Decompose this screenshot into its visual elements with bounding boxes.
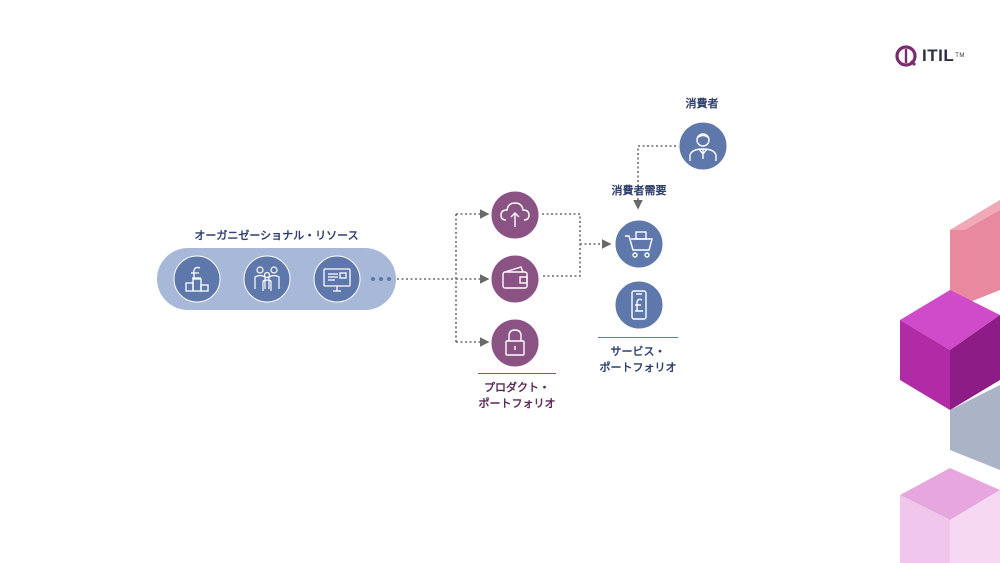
product-portfolio-rule bbox=[478, 373, 556, 374]
org-resources-label: オーガニゼーショナル・リソース bbox=[194, 229, 359, 242]
itil-logo-text: ITIL bbox=[922, 46, 955, 65]
decorative-cubes bbox=[900, 200, 1000, 563]
pound-blocks-icon bbox=[173, 255, 221, 303]
product-cloud-node bbox=[490, 190, 540, 240]
people-group-icon bbox=[243, 255, 291, 303]
consumer-demand-label: 消費者需要 bbox=[611, 184, 667, 197]
service-portfolio-label-line1: サービス・ bbox=[610, 345, 666, 358]
service-cart-node bbox=[614, 219, 664, 269]
resource-people-node bbox=[243, 255, 291, 303]
person-icon bbox=[678, 121, 728, 171]
itil-trademark: TM bbox=[955, 53, 965, 59]
cloud-upload-icon bbox=[490, 190, 540, 240]
service-phone-node bbox=[614, 280, 664, 330]
padlock-icon bbox=[490, 318, 540, 368]
service-portfolio-rule bbox=[598, 337, 678, 338]
product-portfolio-label-line2: ポートフォリオ bbox=[478, 397, 556, 410]
wallet-icon bbox=[490, 254, 540, 304]
product-lock-node bbox=[490, 318, 540, 368]
more-resources-ellipsis-icon bbox=[371, 277, 391, 281]
phone-pound-icon bbox=[614, 280, 664, 330]
shopping-cart-icon bbox=[614, 219, 664, 269]
service-portfolio-label-line2: ポートフォリオ bbox=[599, 361, 677, 374]
itil-logo-icon bbox=[895, 45, 917, 67]
consumer-label: 消費者 bbox=[685, 97, 719, 110]
monitor-icon bbox=[313, 255, 361, 303]
product-portfolio-label-line1: プロダクト・ bbox=[484, 381, 550, 394]
product-wallet-node bbox=[490, 254, 540, 304]
resource-technology-node bbox=[313, 255, 361, 303]
resource-finance-node bbox=[173, 255, 221, 303]
consumer-node bbox=[678, 121, 728, 171]
